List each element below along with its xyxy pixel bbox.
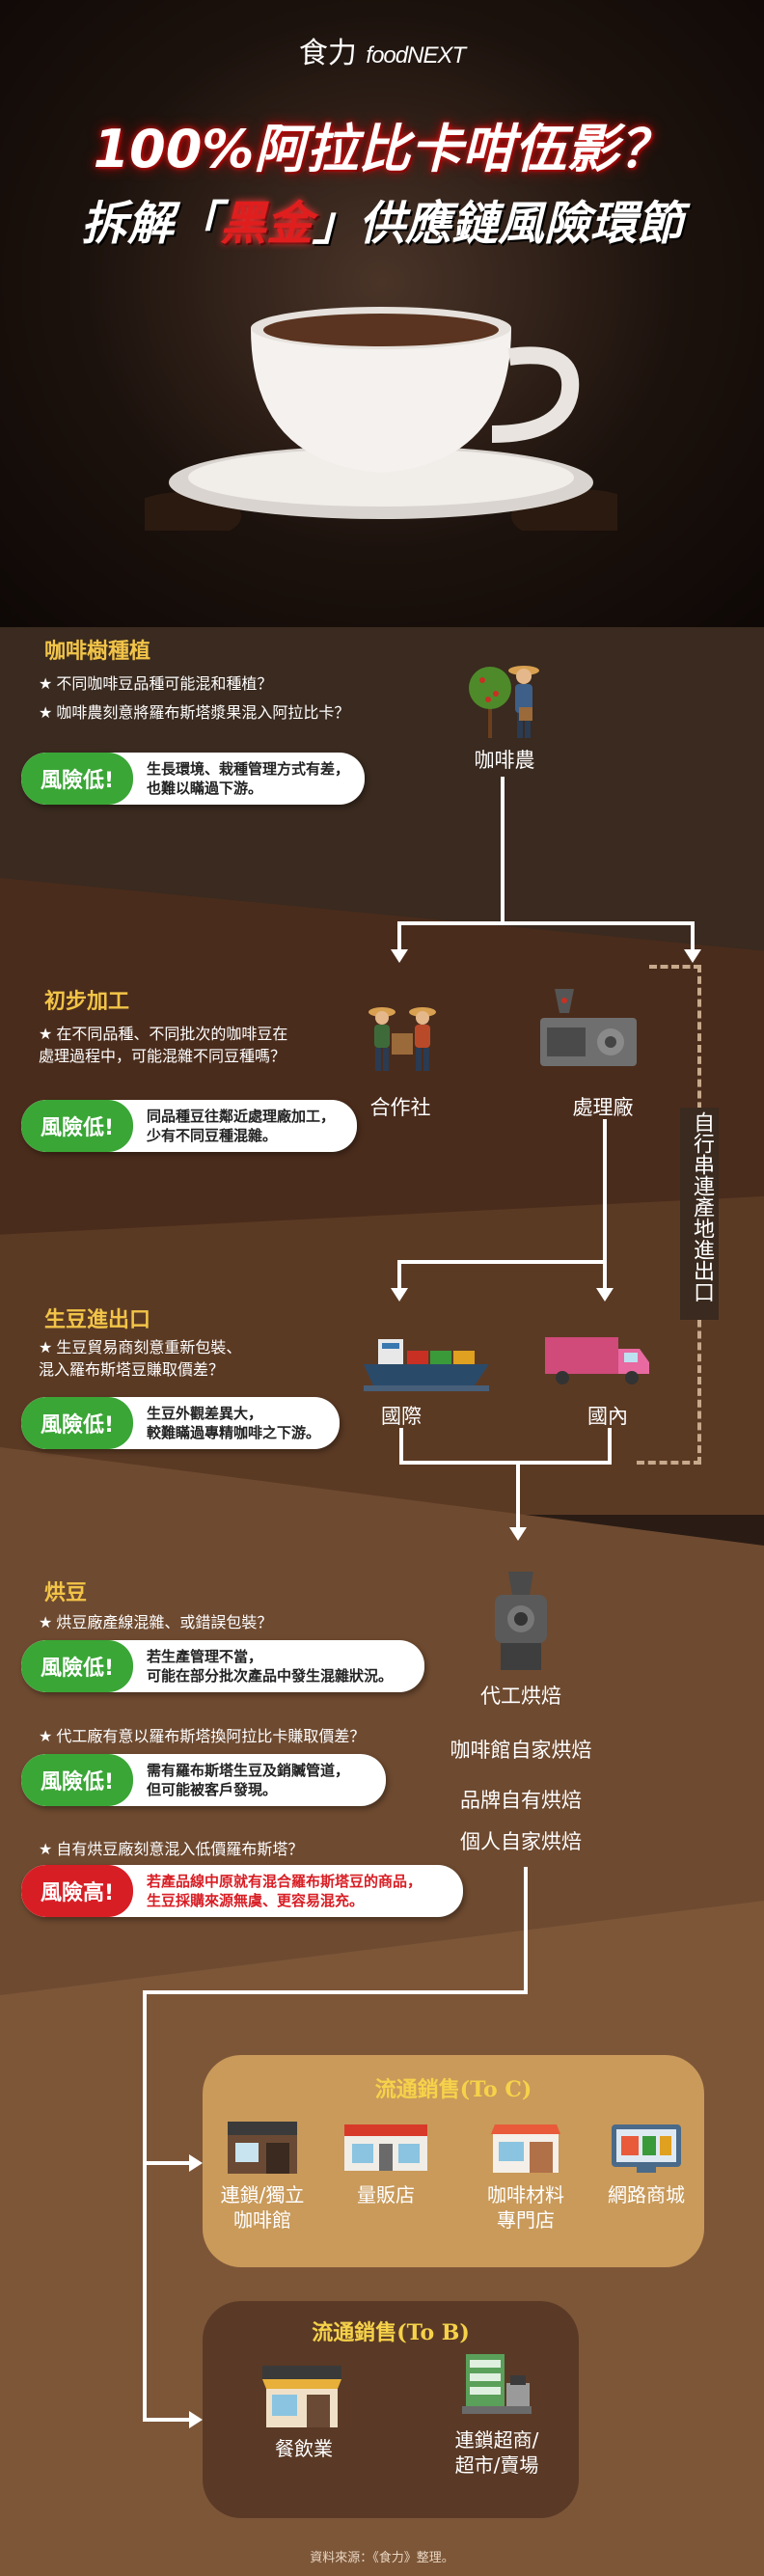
connector-line bbox=[397, 921, 401, 950]
roasting-bullet-1: ★烘豆廠產線混雜、或錯誤包裝？ bbox=[39, 1613, 273, 1631]
connector-line bbox=[603, 1119, 607, 1262]
roasting-risk-card-3: 風險高! 若產品線中原就有混合羅布斯塔豆的商品， 生豆採購來源無虞、更容易混充。 bbox=[21, 1865, 463, 1917]
risk-message: 生豆外觀差異大， 較難瞞過專精咖啡之下游。 bbox=[147, 1405, 321, 1441]
risk-message: 若產品線中原就有混合羅布斯塔豆的商品， 生豆採購來源無虞、更容易混充。 bbox=[147, 1873, 423, 1909]
connector-line bbox=[608, 1428, 612, 1463]
roasting-risk-card-1: 風險低! 若生產管理不當， 可能在部分批次產品中發生混雜狀況。 bbox=[21, 1640, 424, 1692]
connector-line bbox=[397, 1260, 401, 1289]
highlight-black-gold: 黑金 bbox=[219, 197, 313, 251]
roasting-bullet-3: ★自有烘豆廠刻意混入低價羅布斯塔？ bbox=[39, 1840, 304, 1858]
section-title-processing: 初步加工 bbox=[44, 989, 130, 1014]
connector-line bbox=[143, 2418, 191, 2422]
connector-line bbox=[143, 2161, 191, 2165]
risk-message: 若生產管理不當， 可能在部分批次產品中發生混雜狀況。 bbox=[147, 1648, 394, 1685]
logo: 食力 foodNEXT bbox=[0, 29, 764, 71]
section-title-trade: 生豆進出口 bbox=[44, 1307, 151, 1332]
distribution-to-c-title: 流通銷售(To C) bbox=[374, 2077, 532, 2102]
connector-line bbox=[397, 1260, 607, 1264]
connector-line bbox=[501, 777, 505, 923]
risk-low-badge: 風險低! bbox=[21, 1397, 133, 1449]
node-brand-roasting: 品牌自有烘焙 bbox=[460, 1789, 582, 1812]
node-domestic: 國內 bbox=[587, 1405, 628, 1428]
cafe-icon bbox=[224, 2118, 301, 2179]
arrow-right-icon bbox=[189, 2154, 203, 2172]
arrow-right-icon bbox=[189, 2411, 203, 2428]
connector-line bbox=[691, 921, 695, 950]
arrow-down-icon bbox=[684, 949, 701, 963]
convenience-store-icon bbox=[458, 2346, 535, 2427]
truck-icon bbox=[545, 1331, 651, 1393]
coffee-cup-illustration bbox=[125, 289, 646, 543]
risk-high-badge: 風險高! bbox=[21, 1865, 133, 1917]
bypass-dashed-line bbox=[649, 965, 701, 969]
processing-bullet-1: ★在不同品種、不同批次的咖啡豆在 處理過程中，可能混雜不同豆種嗎？ bbox=[39, 1025, 288, 1065]
risk-low-badge: 風險低! bbox=[21, 753, 133, 805]
logo-cn: 食力 bbox=[298, 37, 357, 70]
online-store-icon bbox=[608, 2121, 685, 2179]
roaster-icon bbox=[487, 1568, 555, 1678]
to-c-specialty-store: 咖啡材料 專門店 bbox=[487, 2183, 564, 2232]
side-note-bg bbox=[680, 1108, 719, 1320]
connector-line bbox=[399, 1461, 612, 1465]
page-subtitle: 拆解「黑金」供應鏈風險環節 bbox=[80, 197, 684, 251]
node-coffee-farmer: 咖啡農 bbox=[474, 749, 535, 772]
connector-line bbox=[516, 1461, 520, 1528]
distribution-to-b-title: 流通銷售(To B) bbox=[312, 2320, 470, 2345]
trade-risk-card: 風險低! 生豆外觀差異大， 較難瞞過專精咖啡之下游。 bbox=[21, 1397, 340, 1449]
to-b-convenience-store: 連鎖超商/ 超市/賣場 bbox=[454, 2428, 539, 2477]
to-b-food-service: 餐飲業 bbox=[275, 2437, 333, 2460]
page-title: 100%阿拉比卡咁伍影？ bbox=[93, 119, 671, 179]
connector-line bbox=[524, 1867, 528, 1992]
planting-risk-card: 風險低! 生長環境、栽種管理方式有差， 也難以瞞過下游。 bbox=[21, 753, 365, 805]
roasting-risk-card-2: 風險低! 需有羅布斯塔生豆及銷贓管道， 但可能被客戶發現。 bbox=[21, 1754, 386, 1806]
specialty-store-icon bbox=[487, 2121, 564, 2179]
processing-plant-icon bbox=[535, 979, 641, 1080]
node-cafe-roasting: 咖啡館自家烘焙 bbox=[450, 1739, 592, 1762]
risk-message: 同品種豆往鄰近處理廠加工， 少有不同豆種混雜。 bbox=[147, 1108, 336, 1144]
to-c-hypermarket: 量販店 bbox=[357, 2183, 415, 2206]
cooperative-icon bbox=[355, 999, 451, 1080]
cargo-ship-icon bbox=[359, 1329, 494, 1401]
farmer-icon bbox=[461, 651, 548, 747]
risk-message: 生長環境、栽種管理方式有差， 也難以瞞過下游。 bbox=[147, 760, 350, 797]
section-title-roasting: 烘豆 bbox=[44, 1580, 88, 1605]
arrow-down-icon bbox=[509, 1527, 527, 1541]
trade-bullet-1: ★生豆貿易商刻意重新包裝、 混入羅布斯塔豆賺取價差？ bbox=[39, 1338, 242, 1379]
arrow-down-icon bbox=[596, 1288, 614, 1302]
side-note-self-connect: 自行串連產地進出口 bbox=[690, 1111, 714, 1302]
planting-bullet-1: ★不同咖啡豆品種可能混和種植？ bbox=[39, 674, 273, 693]
processing-risk-card: 風險低! 同品種豆往鄰近處理廠加工， 少有不同豆種混雜。 bbox=[21, 1100, 357, 1152]
arrow-down-icon bbox=[391, 1288, 408, 1302]
risk-low-badge: 風險低! bbox=[21, 1754, 133, 1806]
bypass-dashed-line bbox=[637, 1461, 701, 1465]
to-c-cafe: 連鎖/獨立 咖啡館 bbox=[220, 2183, 305, 2232]
connector-line bbox=[143, 1990, 147, 2420]
node-contract-roasting: 代工烘焙 bbox=[480, 1685, 561, 1708]
connector-line bbox=[397, 921, 695, 925]
restaurant-icon bbox=[259, 2362, 345, 2433]
node-home-roasting: 個人自家烘焙 bbox=[460, 1830, 582, 1853]
logo-en: foodNEXT bbox=[366, 42, 466, 69]
node-international: 國際 bbox=[381, 1405, 422, 1428]
connector-line bbox=[143, 1990, 528, 1994]
roasting-bullet-2: ★代工廠有意以羅布斯塔換阿拉比卡賺取價差？ bbox=[39, 1727, 366, 1745]
arrow-down-icon bbox=[391, 949, 408, 963]
planting-bullet-2: ★咖啡農刻意將羅布斯塔漿果混入阿拉比卡？ bbox=[39, 703, 350, 722]
to-c-online-mall: 網路商城 bbox=[608, 2183, 685, 2206]
connector-line bbox=[603, 1260, 607, 1289]
node-cooperative: 合作社 bbox=[369, 1096, 431, 1119]
section-title-planting: 咖啡樹種植 bbox=[44, 639, 151, 664]
source-note: 資料來源：《食力》整理。 bbox=[310, 2551, 454, 2565]
node-processing-plant: 處理廠 bbox=[572, 1096, 634, 1119]
risk-low-badge: 風險低! bbox=[21, 1100, 133, 1152]
risk-low-badge: 風險低! bbox=[21, 1640, 133, 1692]
supermarket-icon bbox=[342, 2123, 429, 2177]
risk-message: 需有羅布斯塔生豆及銷贓管道， 但可能被客戶發現。 bbox=[147, 1762, 350, 1798]
connector-line bbox=[399, 1428, 403, 1463]
